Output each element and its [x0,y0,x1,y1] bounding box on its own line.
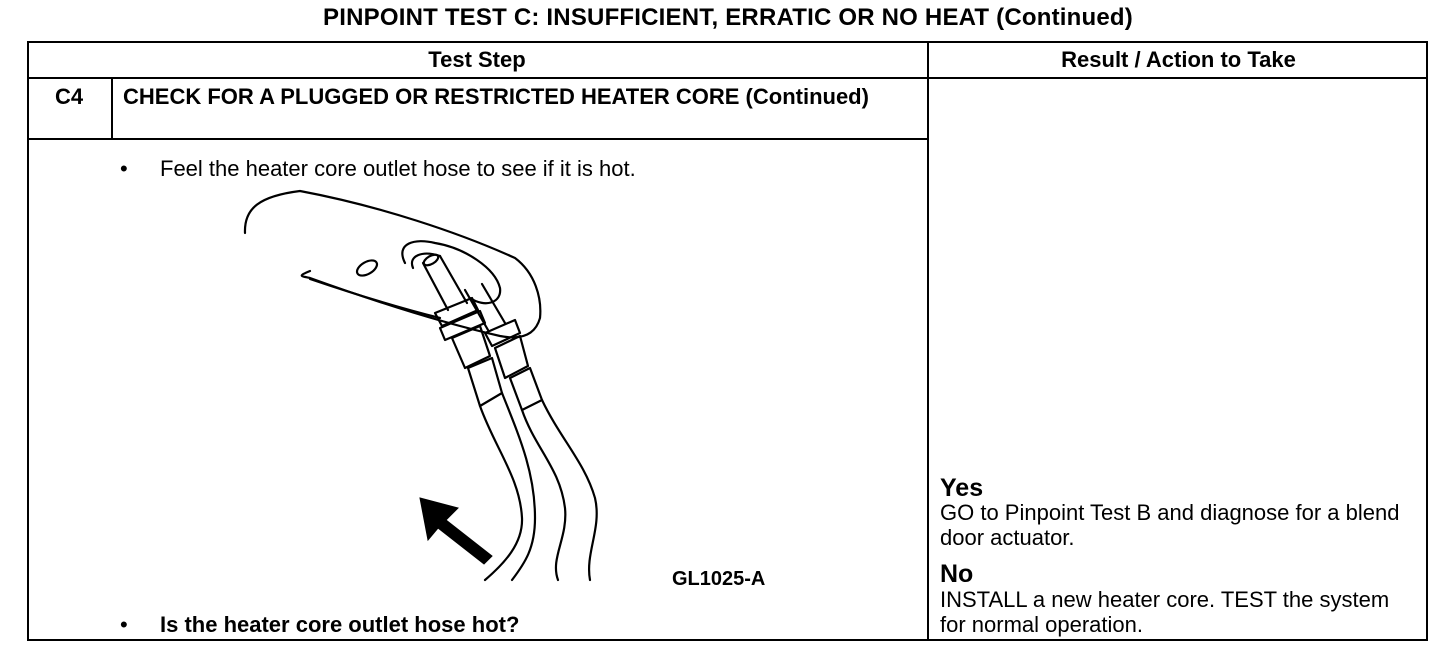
column-divider [927,41,929,641]
pinpoint-test-table [27,41,1428,641]
step-question: Is the heater core outlet hose hot? [160,612,520,637]
figure-code: GL1025-A [672,568,766,590]
step-title: CHECK FOR A PLUGGED OR RESTRICTED HEATER… [123,84,869,109]
step-title-divider [27,138,929,140]
header-test-step: Test Step [428,47,526,72]
result-no-label: No [940,560,974,588]
header-divider [27,77,1428,79]
pointer-arrow-icon [419,497,493,565]
result-yes-label: Yes [940,474,984,502]
result-no-action: INSTALL a new heater core. TEST the syst… [940,587,1390,637]
bullet: • [120,612,128,637]
step-id: C4 [54,84,84,109]
step-id-divider [111,77,113,140]
page-title: PINPOINT TEST C: INSUFFICIENT, ERRATIC O… [323,4,1133,31]
header-result-action: Result / Action to Take [1061,47,1296,72]
step-instruction: Feel the heater core outlet hose to see … [160,156,636,181]
result-yes-action: GO to Pinpoint Test B and diagnose for a… [940,500,1400,550]
bullet: • [120,156,128,181]
heater-hose-illustration [243,189,598,582]
